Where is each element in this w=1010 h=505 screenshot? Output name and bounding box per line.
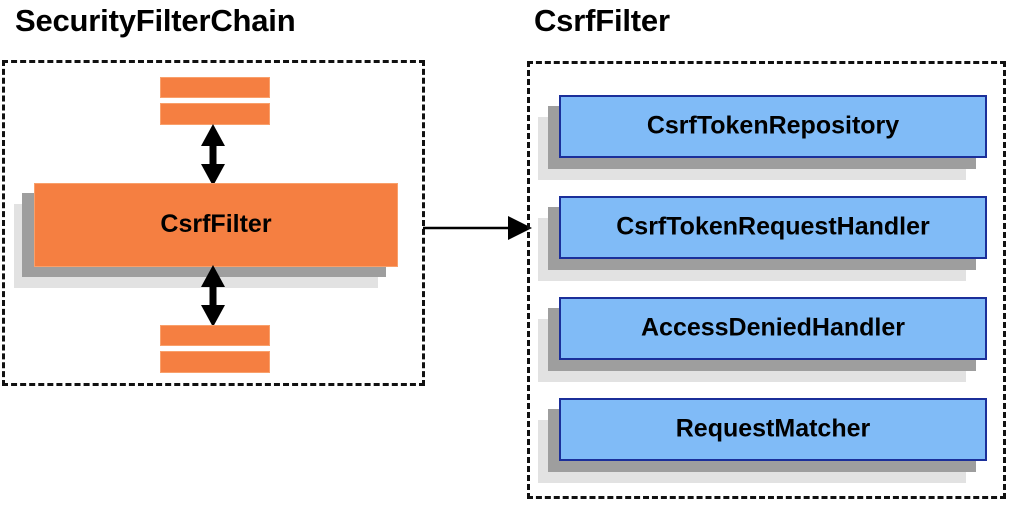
collaborator-face[interactable]: CsrfTokenRepository (559, 95, 987, 158)
collaborator-face[interactable]: CsrfTokenRequestHandler (559, 196, 987, 259)
filter-stub-above-1 (160, 77, 270, 98)
csrf-filter-face[interactable]: CsrfFilter (34, 183, 398, 267)
filter-stub-above-2 (160, 103, 270, 125)
connector-arrow-csrf-filter-to-detail (423, 216, 532, 240)
csrf-filter-label: CsrfFilter (160, 209, 272, 238)
collaborator-card-2[interactable]: CsrfTokenRequestHandler (538, 196, 987, 281)
filter-stub-below-1 (160, 325, 270, 346)
collaborator-card-3[interactable]: AccessDeniedHandler (538, 297, 987, 382)
collaborator-label: CsrfTokenRequestHandler (616, 211, 930, 240)
arrow-up-down-upper (201, 124, 225, 186)
security-filter-chain-container (2, 60, 425, 386)
csrf-filter-card[interactable]: CsrfFilter (14, 183, 419, 289)
filter-stub-below-2 (160, 351, 270, 373)
csrf-filter-detail-container (527, 61, 1006, 499)
collaborator-label: AccessDeniedHandler (640, 312, 905, 341)
collaborator-card-1[interactable]: CsrfTokenRepository (538, 95, 987, 180)
collaborator-label: CsrfTokenRepository (646, 110, 900, 139)
arrow-up-down-lower (201, 265, 225, 327)
panel-title-csrf-filter: CsrfFilter (534, 3, 670, 38)
panel-title-security-filter-chain: SecurityFilterChain (15, 3, 296, 38)
collaborator-card-4[interactable]: RequestMatcher (538, 398, 987, 483)
collaborator-face[interactable]: AccessDeniedHandler (559, 297, 987, 360)
collaborator-label: RequestMatcher (675, 413, 871, 442)
collaborator-face[interactable]: RequestMatcher (559, 398, 987, 461)
